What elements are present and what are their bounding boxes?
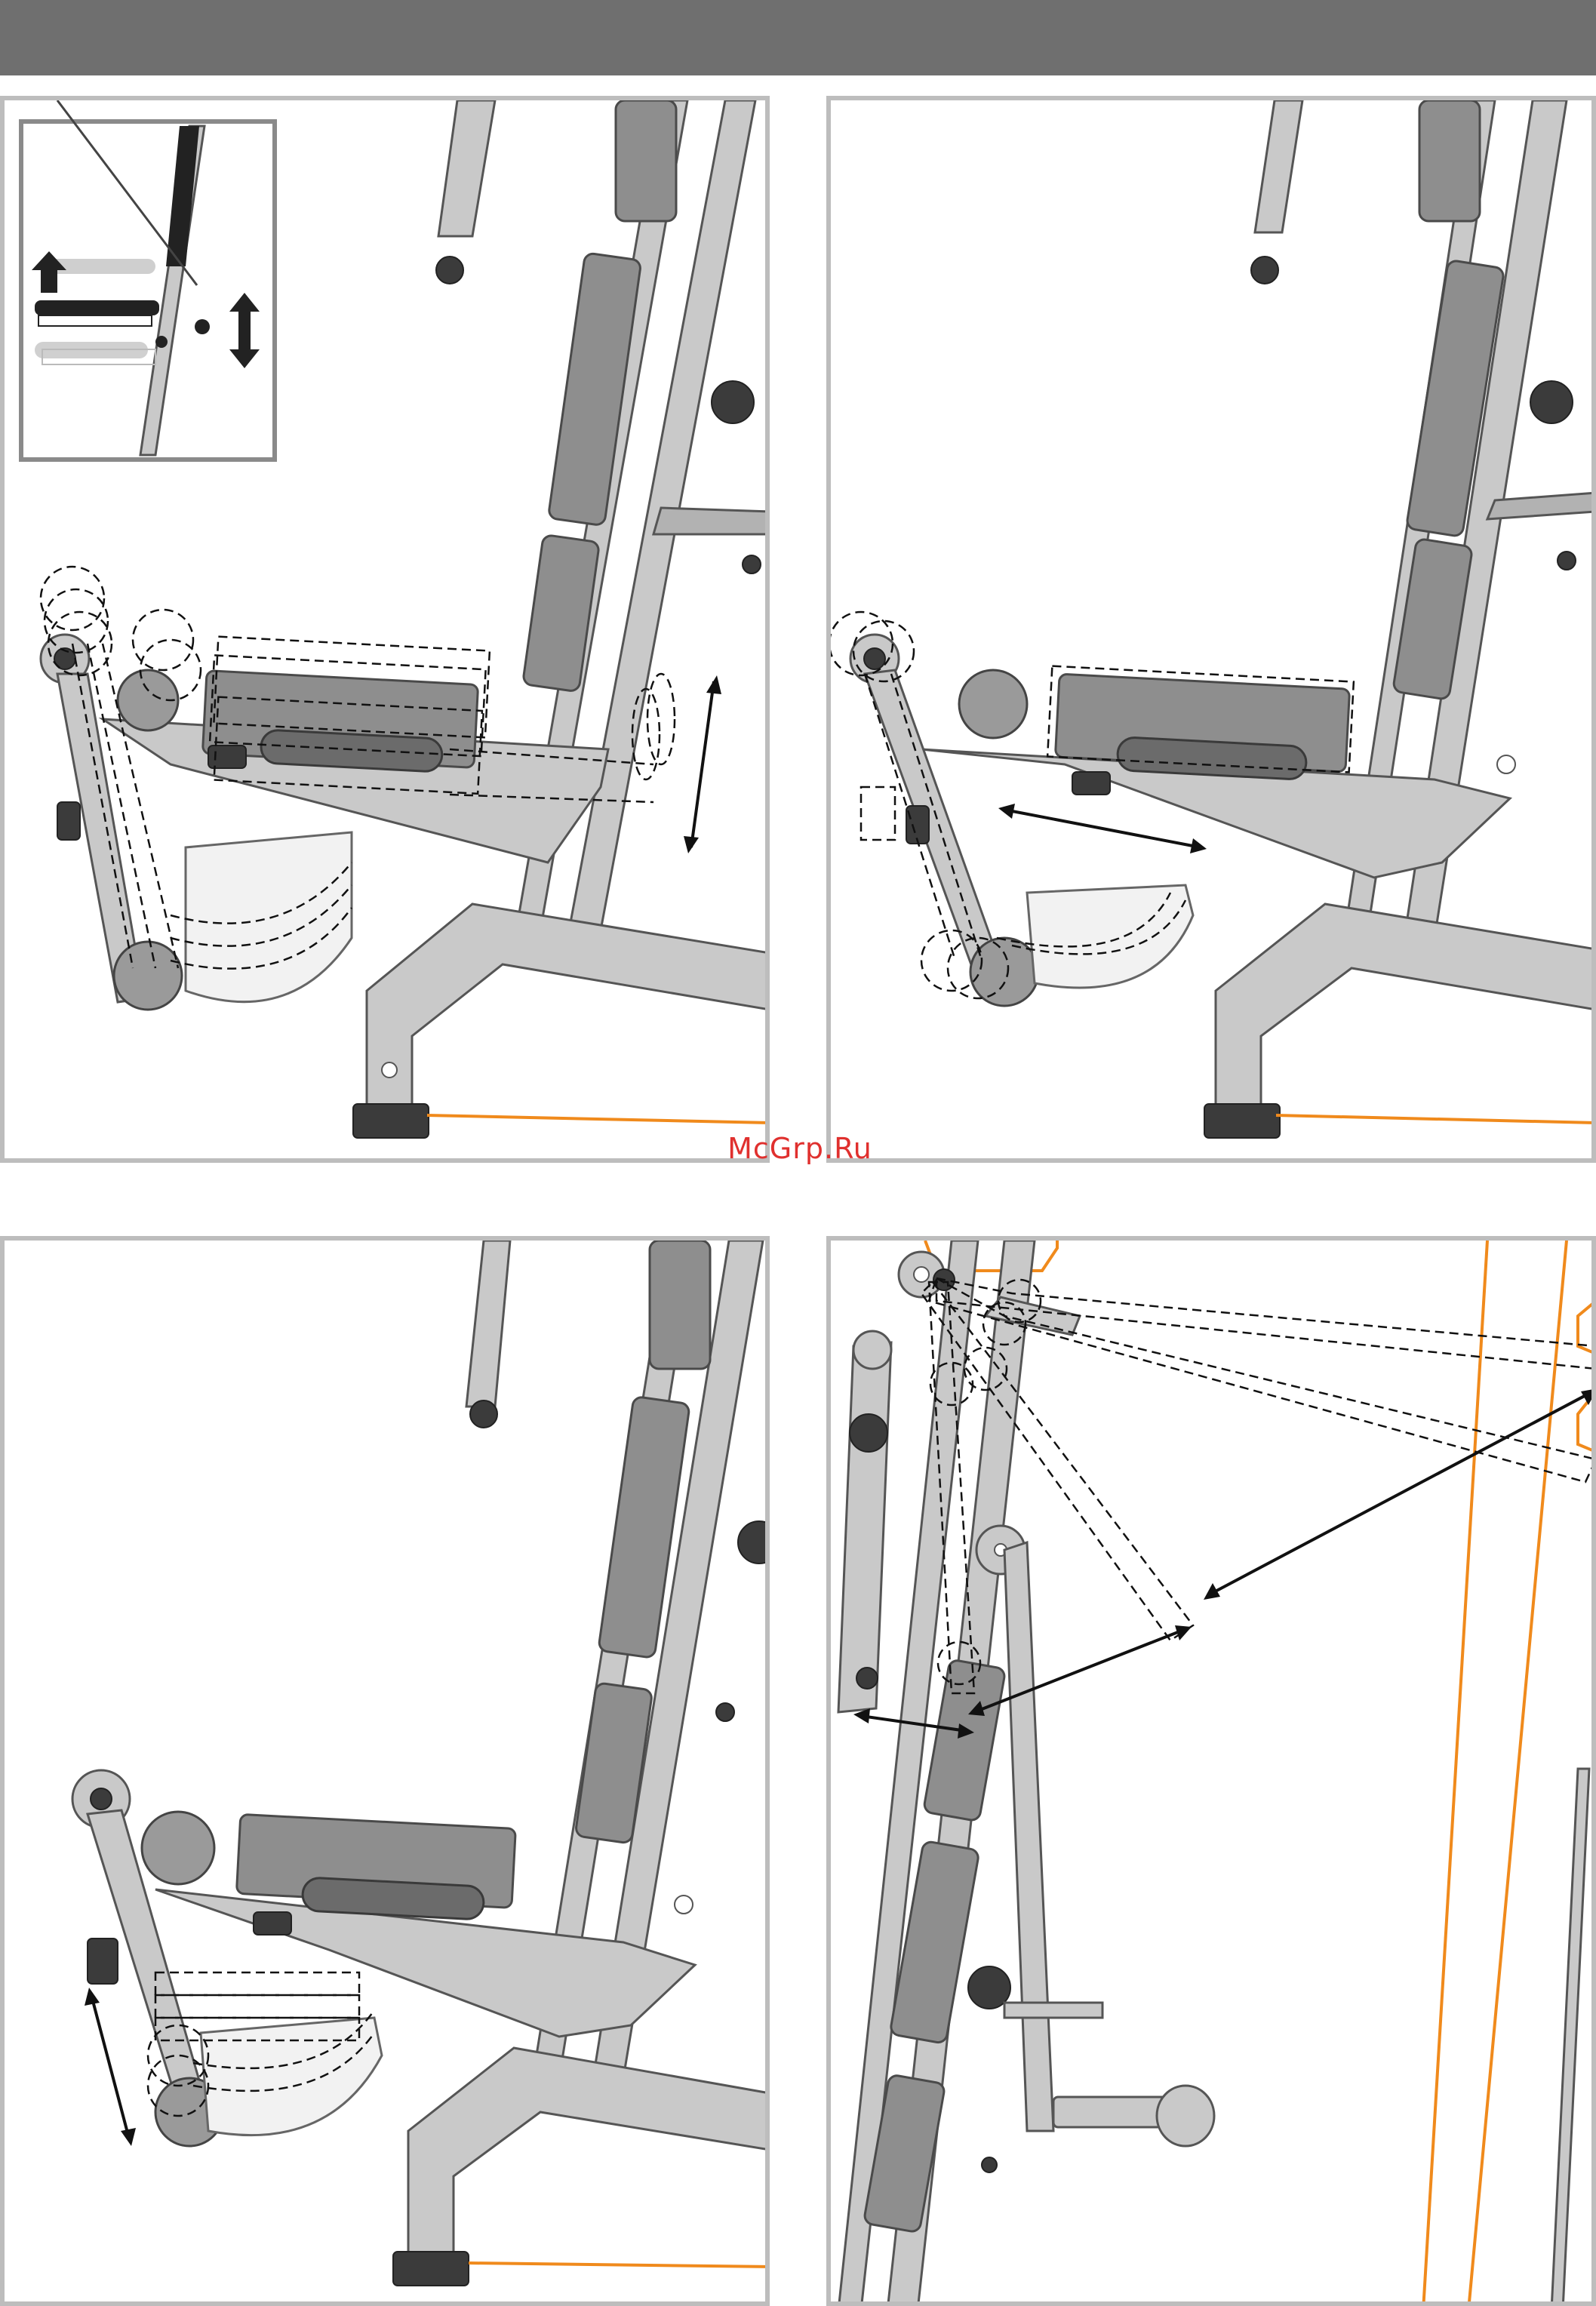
adjust-arrow-icon bbox=[91, 1995, 129, 2138]
arrow-icon bbox=[1208, 1391, 1593, 1595]
inset-detail bbox=[21, 100, 275, 460]
arrow-icon bbox=[974, 1629, 1185, 1712]
illustration-leg-extension bbox=[831, 100, 1596, 1163]
illustration-arm-lever bbox=[831, 1241, 1596, 2306]
adjust-arrow-icon bbox=[1004, 810, 1201, 847]
illustration-lower-roller bbox=[5, 1241, 770, 2306]
panel-leg-developer-adjust bbox=[0, 96, 770, 1163]
header-bar bbox=[0, 0, 1596, 75]
panel-leg-extension-length bbox=[826, 96, 1596, 1163]
adjust-arrow-icon bbox=[691, 681, 714, 847]
panel-arm-lever-positions bbox=[826, 1236, 1596, 2306]
panel-lower-roller-adjust bbox=[0, 1236, 770, 2306]
watermark-text: McGrp.Ru bbox=[672, 1132, 928, 1165]
illustration-leg-developer bbox=[5, 100, 770, 1163]
